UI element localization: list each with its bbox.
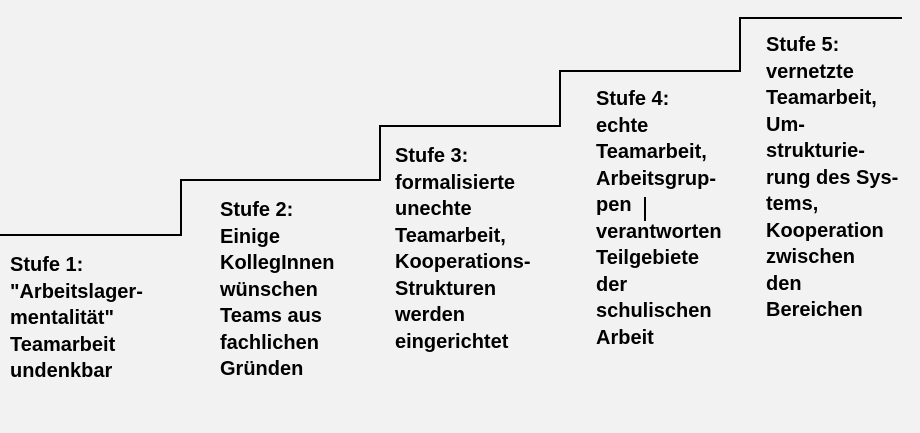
step-4-text: Stufe 4: echte Teamarbeit, Arbeitsgrup- … — [596, 86, 722, 351]
staircase-path — [0, 17, 902, 236]
step-4-line: der — [596, 273, 628, 296]
step-3-line: Strukturen — [395, 277, 497, 300]
step-4-line: Teamarbeit, — [596, 141, 707, 163]
step-2-line: KollegInnen — [220, 252, 335, 274]
step-2-text: Stufe 2: Einige KollegInnen wünschen Tea… — [220, 197, 334, 383]
step-4-line: schulischen — [596, 300, 712, 322]
step-3-text: Stufe 3: formalisierte unechte Teamarbei… — [395, 143, 531, 355]
step-5-line: Bereichen — [766, 299, 863, 321]
step-4-line: Teilgebiete — [596, 247, 699, 269]
step-4-line: echte — [596, 114, 649, 137]
step-1-line: "Arbeitslager- — [10, 280, 143, 303]
step-1-line: mentalität" — [10, 307, 114, 329]
step-2-line: Einige — [220, 225, 281, 248]
step-1-line: Stufe 1: — [10, 254, 84, 276]
step-5-line: Teamarbeit, — [766, 87, 877, 109]
step-5-text: Stufe 5: vernetzte Teamarbeit, Um- struk… — [766, 32, 898, 324]
step-5-line: Stufe 5: — [766, 34, 840, 56]
step-4-line: verantworten — [596, 220, 722, 243]
step-3-line: formalisierte — [395, 171, 516, 194]
step-3-line: eingerichtet — [395, 330, 509, 353]
text-cursor — [644, 197, 646, 221]
step-4-line: Arbeitsgrup- — [596, 167, 716, 190]
step-1-line: Teamarbeit — [10, 333, 116, 356]
step-2-line: Stufe 2: — [220, 199, 294, 221]
step-3-line: unechte — [395, 198, 472, 220]
step-5-line: tems, — [766, 193, 819, 215]
step-2-line: fachlichen — [220, 331, 319, 354]
step-1-text: Stufe 1: "Arbeitslager- mentalität" Team… — [10, 252, 143, 385]
step-3-line: Teamarbeit, — [395, 224, 506, 247]
step-5-line: Kooperation — [766, 219, 884, 242]
step-4-line: pen — [596, 194, 632, 216]
step-3-line: Stufe 3: — [395, 145, 469, 167]
step-5-line: vernetzte — [766, 60, 854, 83]
step-1-line: undenkbar — [10, 360, 113, 382]
step-4-line: Arbeit — [596, 326, 654, 349]
step-2-line: Gründen — [220, 358, 304, 380]
step-5-line: Um- — [766, 113, 805, 136]
step-5-line: rung des Sys- — [766, 166, 899, 189]
step-5-line: den — [766, 272, 802, 295]
step-3-line: werden — [395, 304, 466, 326]
step-2-line: wünschen — [220, 278, 318, 301]
step-5-line: zwischen — [766, 246, 855, 268]
step-3-line: Kooperations- — [395, 251, 531, 273]
step-5-line: strukturie- — [766, 140, 865, 162]
step-4-line: Stufe 4: — [596, 88, 670, 110]
step-2-line: Teams aus — [220, 305, 322, 327]
